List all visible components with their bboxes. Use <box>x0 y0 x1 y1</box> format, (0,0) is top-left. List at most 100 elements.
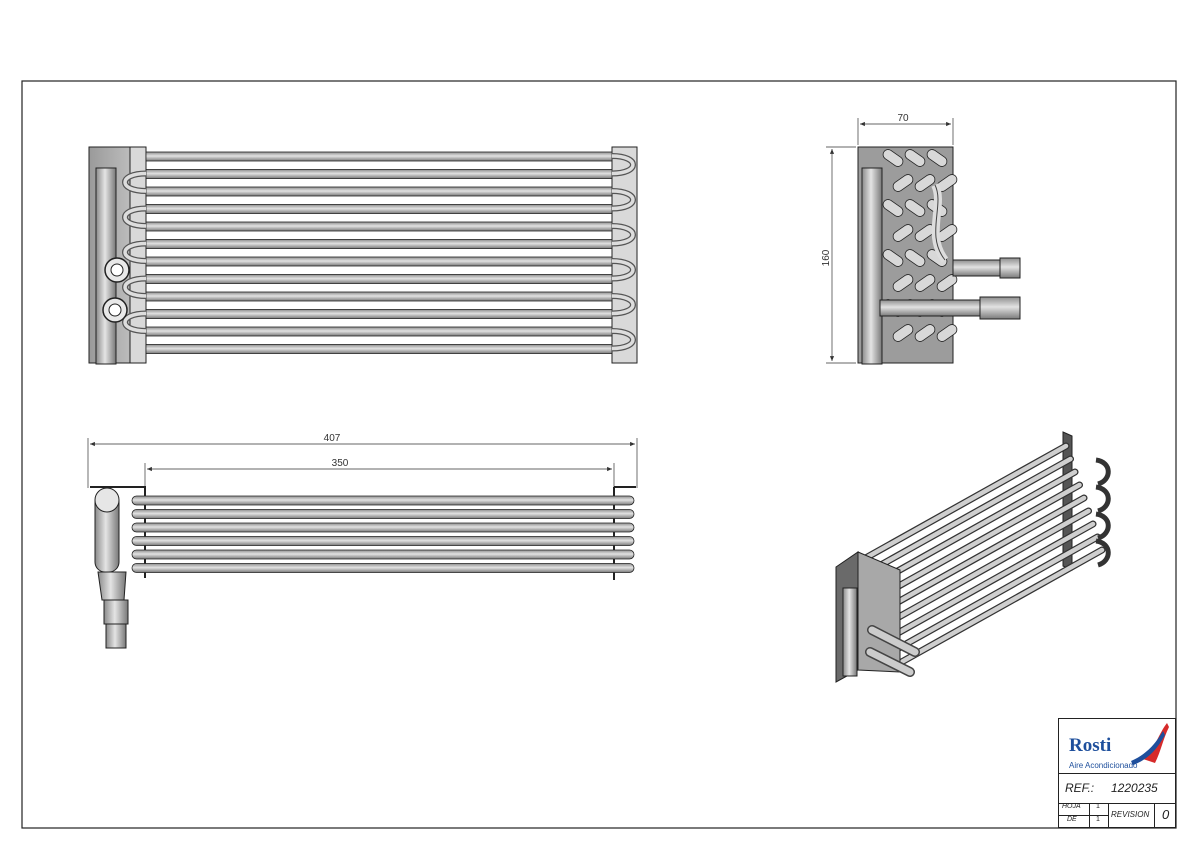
right-bend-core <box>611 189 635 211</box>
fin-slot <box>882 199 904 217</box>
top-manifold-cap <box>94 487 120 513</box>
iso-tube-core <box>864 456 1073 576</box>
outlet-bore <box>108 303 122 317</box>
ref-value: 1220235 <box>1111 781 1158 795</box>
iso-fittings <box>865 625 920 677</box>
front-tube <box>145 186 613 197</box>
right-bend-core <box>611 259 635 281</box>
front-tube <box>145 326 613 337</box>
left-bracket <box>90 486 146 578</box>
iso-bend <box>1095 538 1111 568</box>
hoja-value: 1 <box>1096 803 1100 810</box>
fin-slot <box>892 324 914 342</box>
top-tube <box>131 495 635 506</box>
iso-manifold <box>842 587 858 677</box>
de-cell: DE <box>1059 816 1090 827</box>
top-tubes <box>131 495 635 573</box>
iso-tube-core <box>859 443 1069 563</box>
fin-slot <box>892 274 914 292</box>
side-view: 70 160 <box>821 113 1021 365</box>
dim-70-label: 70 <box>897 113 909 124</box>
fin-slot <box>936 274 958 292</box>
company-name: Rosti <box>1069 735 1112 756</box>
fin-slot <box>892 224 914 242</box>
fin-slot <box>904 199 926 217</box>
iso-bend <box>1095 511 1111 541</box>
top-outlet-pipe <box>105 623 127 649</box>
iso-tubes <box>858 442 1106 668</box>
revision-label: REVISION <box>1111 810 1150 819</box>
ref-row: REF.: 1220235 <box>1059 773 1175 804</box>
fin-slot <box>892 174 914 192</box>
front-tube <box>145 344 613 354</box>
fin-right <box>611 146 638 364</box>
front-view <box>88 146 638 365</box>
front-tube <box>145 256 613 267</box>
left-bend-core <box>123 241 147 263</box>
ref-label: REF.: <box>1065 781 1095 795</box>
top-tube <box>131 509 635 519</box>
upper-connector <box>952 259 1002 277</box>
front-tube <box>145 151 613 162</box>
return-bends <box>122 153 636 352</box>
revision-value: 0 <box>1162 807 1170 822</box>
fin-slot <box>914 174 936 192</box>
front-tubes <box>145 151 613 354</box>
top-outlet-nut <box>103 599 129 625</box>
right-bend-core <box>611 154 635 176</box>
right-bend-core <box>611 329 635 351</box>
de-label: DE <box>1067 816 1077 823</box>
iso-tube-core <box>891 534 1100 654</box>
iso-bend <box>1095 457 1111 487</box>
front-tube <box>145 239 613 249</box>
iso-return-bends <box>1095 457 1111 568</box>
dim-160-label: 160 <box>821 249 832 266</box>
top-view: 407 350 <box>87 433 638 649</box>
hoja-label: HOJA <box>1062 803 1081 810</box>
logo-swoosh-icon <box>1131 731 1165 765</box>
fin-slot <box>926 149 948 167</box>
rosti-logo <box>1131 723 1169 765</box>
upper-connector-tip <box>999 257 1021 279</box>
sheet-row: HOJA 1 DE 1 REVISION 0 <box>1059 803 1175 827</box>
top-tube <box>131 549 635 560</box>
top-tube <box>131 536 635 546</box>
inlet-bore <box>110 263 124 277</box>
left-bend-core <box>123 206 147 228</box>
front-tube <box>145 274 613 284</box>
logo-area: Rosti Aire Acondicionado <box>1059 719 1175 774</box>
top-tube <box>131 563 635 573</box>
front-tube <box>145 204 613 214</box>
front-tube <box>145 309 613 319</box>
iso-tube-core <box>882 508 1091 628</box>
side-slots <box>882 149 958 342</box>
right-bend-core <box>611 224 635 246</box>
side-manifold <box>861 167 883 365</box>
title-block: Rosti Aire Acondicionado REF.: 1220235 H… <box>1058 718 1176 828</box>
fin-slot <box>914 324 936 342</box>
iso-tube-core <box>895 547 1105 667</box>
fin-slot <box>936 324 958 342</box>
left-bend-core <box>123 276 147 298</box>
hoja-cell: HOJA <box>1059 803 1090 816</box>
sheet-border <box>21 80 1177 829</box>
top-reducer <box>97 571 127 601</box>
front-tube <box>145 291 613 302</box>
fin-slot <box>914 274 936 292</box>
left-bend-core <box>123 171 147 193</box>
isometric-view <box>835 431 1111 683</box>
left-bend-core <box>123 311 147 333</box>
lower-connector-tip <box>979 296 1021 320</box>
side-capillary-outline <box>934 184 946 261</box>
iso-bend <box>1095 484 1111 514</box>
iso-fitting-2-core <box>868 626 919 656</box>
front-tube <box>145 221 613 232</box>
top-tube <box>131 522 635 533</box>
front-tube <box>145 169 613 179</box>
iso-tube-core <box>877 495 1087 615</box>
fin-slot <box>904 249 926 267</box>
hoja-value-cell: 1 <box>1090 803 1109 816</box>
de-value: 1 <box>1096 816 1100 823</box>
de-value-cell: 1 <box>1090 816 1109 827</box>
